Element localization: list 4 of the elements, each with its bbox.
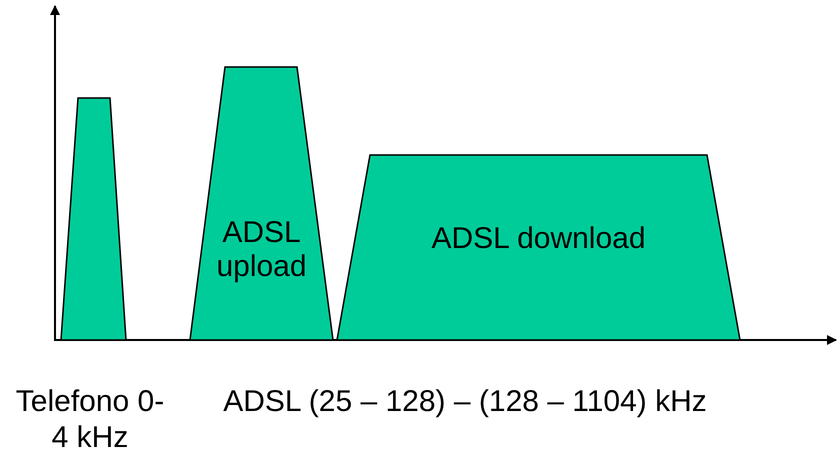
band-label: ADSL download xyxy=(430,222,647,256)
range-label: Telefono 0-4 kHz xyxy=(14,384,166,456)
range-label: ADSL (25 – 128) – (128 – 1104) kHz xyxy=(222,384,708,420)
band-label: ADSL upload xyxy=(215,216,308,284)
